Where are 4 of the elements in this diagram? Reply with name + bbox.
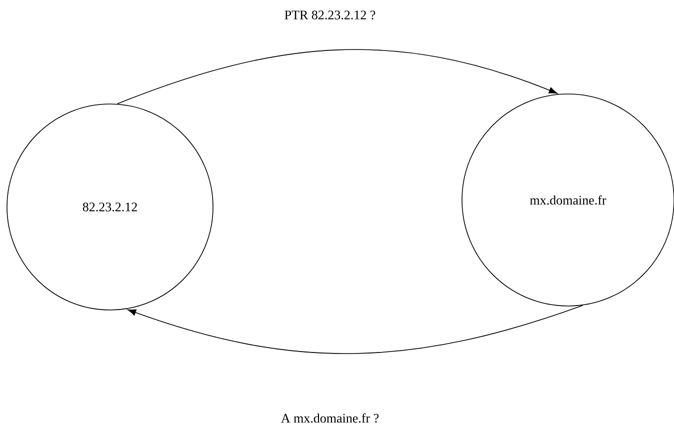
edge-label: PTR 82.23.2.12 ? [284, 10, 376, 20]
arrow [116, 49, 558, 104]
arrow [127, 304, 584, 354]
edge-label: A mx.domaine.fr ? [281, 413, 379, 423]
